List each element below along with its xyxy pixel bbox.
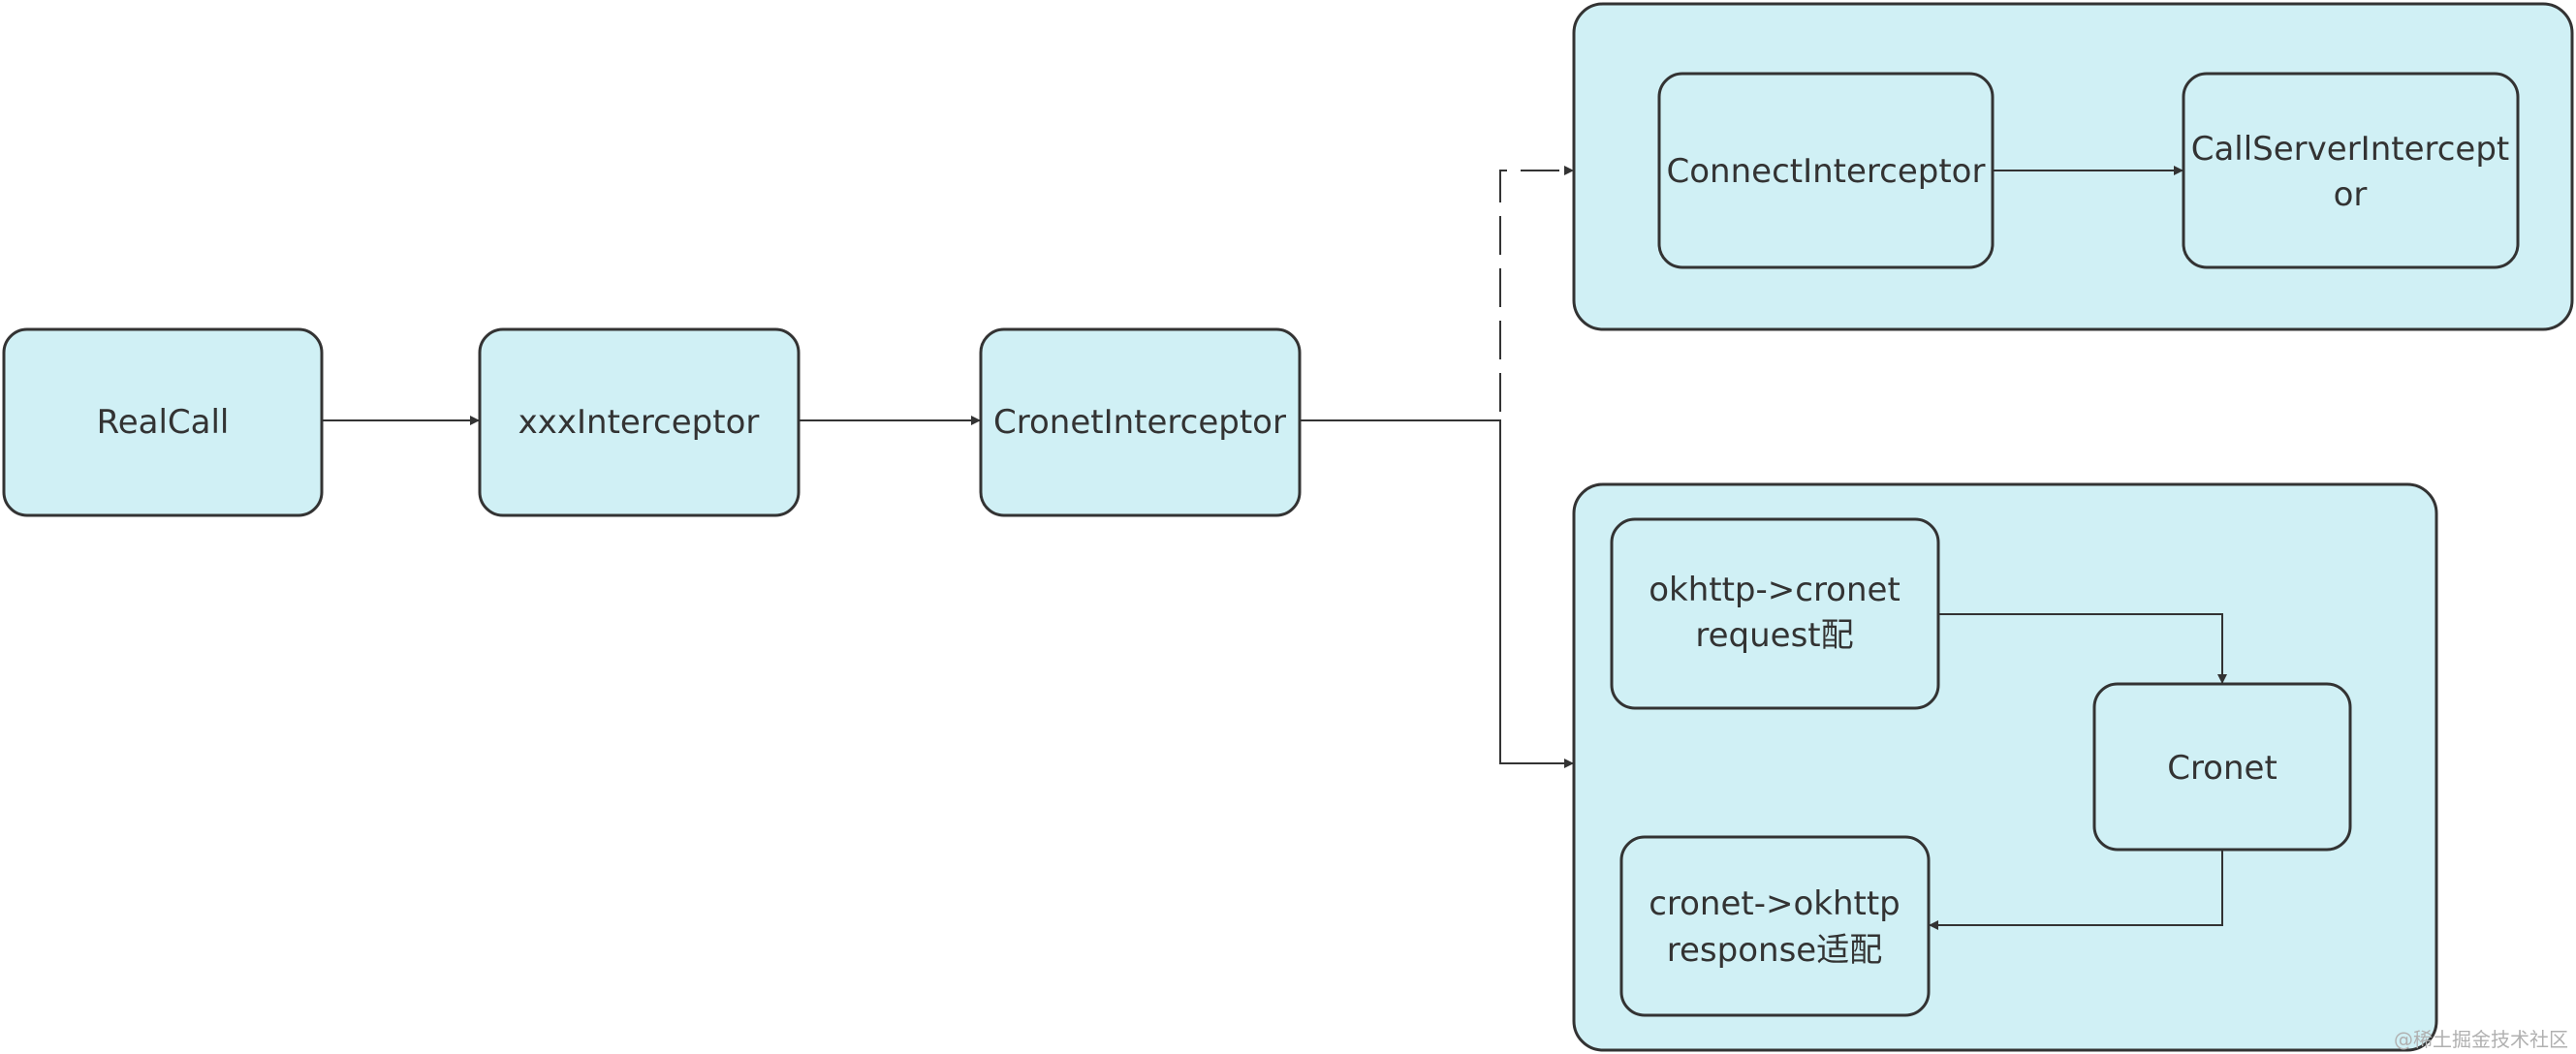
callserver-interceptor-label-line2: or: [2334, 175, 2368, 214]
connect-interceptor-node: ConnectInterceptor: [1657, 72, 1995, 269]
edge-cronet-to-cronet-to-okhttp: [1929, 850, 2223, 930]
okhttp-to-cronet-label-line2: request配: [1695, 616, 1853, 655]
realcall-node: RealCall: [2, 327, 324, 517]
xxx-interceptor-node: xxxInterceptor: [478, 327, 801, 517]
cronet-node: Cronet: [2092, 682, 2352, 852]
okhttp-to-cronet-node: okhttp->cronet request配: [1610, 517, 1940, 710]
cronet-to-okhttp-node: cronet->okhttp response适配: [1619, 835, 1931, 1017]
callserver-interceptor-label-line1: CallServerIntercept: [2191, 130, 2510, 169]
edge-cronetinterceptor-to-cronet-group: [1300, 419, 1574, 768]
xxx-interceptor-label: xxxInterceptor: [518, 403, 760, 442]
cronet-to-okhttp-label-line2: response适配: [1667, 931, 1882, 970]
connect-interceptor-label: ConnectInterceptor: [1667, 152, 1986, 191]
edge-okhttp-to-cronet-to-cronet: [1938, 613, 2227, 684]
cronet-to-okhttp-label-line1: cronet->okhttp: [1649, 884, 1901, 923]
callserver-interceptor-node: CallServerIntercept or: [2182, 72, 2520, 269]
cronet-interceptor-label: CronetInterceptor: [993, 403, 1286, 442]
cronet-interceptor-node: CronetInterceptor: [979, 327, 1302, 517]
okhttp-to-cronet-label-line1: okhttp->cronet: [1649, 571, 1901, 609]
watermark-text: @稀土掘金技术社区: [2394, 1028, 2568, 1051]
cronet-label: Cronet: [2167, 749, 2278, 788]
edge-cronetinterceptor-to-okhttp-group: [1300, 166, 1574, 421]
realcall-label: RealCall: [97, 403, 230, 442]
